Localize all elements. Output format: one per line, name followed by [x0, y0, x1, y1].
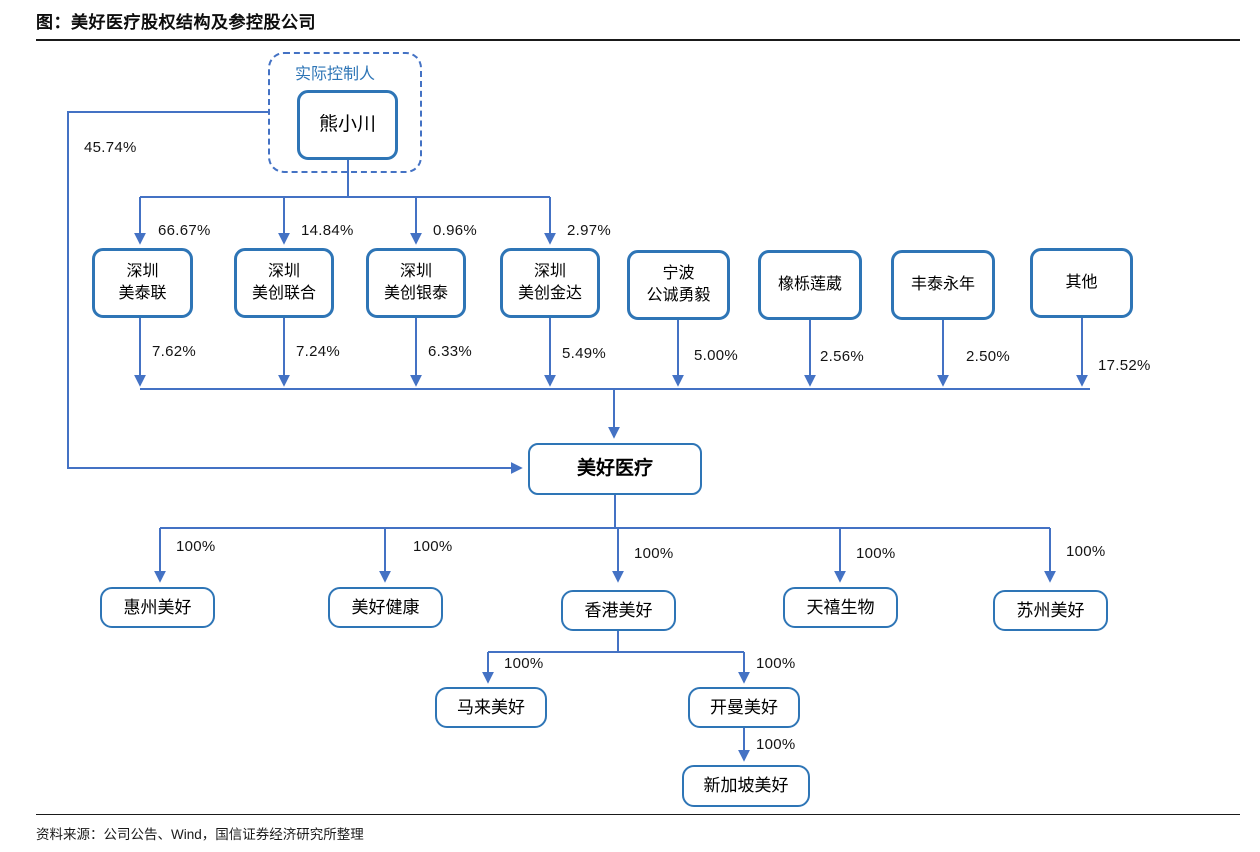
- stake-label-controller-yintai: 0.96%: [433, 222, 478, 239]
- node-label: 美创银泰: [383, 285, 448, 302]
- node-label: 其他: [1065, 273, 1098, 291]
- node-company-meihao-medical: 美好医疗: [528, 443, 702, 495]
- source-note: 资料来源：公司公告、Wind，国信证券经济研究所整理: [36, 827, 364, 842]
- node-controller: 熊小川: [297, 90, 398, 160]
- stake-label-controller-meitailian: 66.67%: [158, 222, 211, 239]
- stake-label-other-company: 17.52%: [1098, 357, 1151, 374]
- node-label: 美创金达: [517, 285, 582, 302]
- node-label: 丰泰永年: [910, 275, 975, 293]
- node-subsidiary-meihao-health: 美好健康: [328, 587, 443, 628]
- stake-label-ningbo-company: 5.00%: [694, 347, 739, 364]
- stake-label-huizhou: 100%: [176, 538, 216, 555]
- node-label: 美好医疗: [576, 457, 653, 479]
- stake-label-fengtai-company: 2.50%: [966, 348, 1011, 365]
- node-shareholder-shenzhen-meitailian: 深圳 美泰联: [92, 248, 193, 318]
- node-label: 公诚勇毅: [646, 287, 711, 304]
- controller-group-label: 实际控制人: [295, 66, 376, 83]
- node-label: 橡栎莲葳: [777, 275, 842, 293]
- node-label: 天禧生物: [806, 597, 875, 617]
- node-subsidiary-malay-meihao: 马来美好: [435, 687, 547, 728]
- node-label: 马来美好: [457, 697, 525, 717]
- stake-label-controller-lianhe: 14.84%: [301, 222, 354, 239]
- node-subsidiary-hongkong-meihao: 香港美好: [561, 590, 676, 631]
- node-shareholder-ningbo-gongcheng-yongyi: 宁波 公诚勇毅: [627, 250, 730, 320]
- node-shareholder-shenzhen-meichuang-lianhe: 深圳 美创联合: [234, 248, 334, 318]
- controller-group-outline: [268, 52, 422, 173]
- node-subsidiary-huizhou-meihao: 惠州美好: [100, 587, 215, 628]
- node-label: 香港美好: [584, 600, 653, 620]
- bottom-rule: [36, 814, 1240, 815]
- stake-label-hongkong: 100%: [634, 545, 674, 562]
- node-label: 深圳: [267, 262, 300, 280]
- top-rule: [36, 39, 1240, 41]
- node-label: 美好健康: [351, 597, 420, 617]
- node-shareholder-other: 其他: [1030, 248, 1133, 318]
- node-shareholder-fengtai-yongnian: 丰泰永年: [891, 250, 995, 320]
- node-label: 惠州美好: [123, 597, 192, 617]
- figure-title: 图：美好医疗股权结构及参控股公司: [36, 13, 316, 32]
- node-subsidiary-tianxi-bio: 天禧生物: [783, 587, 898, 628]
- stake-label-jinda-company: 5.49%: [562, 345, 607, 362]
- node-label: 美创联合: [251, 285, 316, 302]
- stake-label-malay: 100%: [504, 655, 544, 672]
- node-label: 美泰联: [118, 285, 167, 302]
- stake-label-singapore: 100%: [756, 736, 796, 753]
- stake-label-meitailian-company: 7.62%: [152, 343, 197, 360]
- stake-label-xiangli-company: 2.56%: [820, 348, 865, 365]
- stake-label-suzhou: 100%: [1066, 543, 1106, 560]
- stake-label-lianhe-company: 7.24%: [296, 343, 341, 360]
- stake-label-health: 100%: [413, 538, 453, 555]
- node-label: 熊小川: [318, 113, 376, 135]
- stake-label-controller-direct: 45.74%: [84, 139, 137, 156]
- node-label: 深圳: [399, 262, 432, 280]
- stake-label-controller-jinda: 2.97%: [567, 222, 612, 239]
- stake-label-cayman: 100%: [756, 655, 796, 672]
- node-subsidiary-cayman-meihao: 开曼美好: [688, 687, 800, 728]
- node-shareholder-shenzhen-meichuang-jinda: 深圳 美创金达: [500, 248, 600, 318]
- node-label: 深圳: [533, 262, 566, 280]
- node-label: 宁波: [662, 264, 695, 282]
- node-label: 深圳: [126, 262, 159, 280]
- node-label: 新加坡美好: [703, 776, 789, 796]
- node-label: 苏州美好: [1016, 600, 1085, 620]
- node-shareholder-xiangli-lianwei: 橡栎莲葳: [758, 250, 862, 320]
- node-subsidiary-suzhou-meihao: 苏州美好: [993, 590, 1108, 631]
- node-shareholder-shenzhen-meichuang-yintai: 深圳 美创银泰: [366, 248, 466, 318]
- stake-label-yintai-company: 6.33%: [428, 343, 473, 360]
- node-label: 开曼美好: [710, 697, 778, 717]
- node-subsidiary-singapore-meihao: 新加坡美好: [682, 765, 810, 807]
- stake-label-tianxi: 100%: [856, 545, 896, 562]
